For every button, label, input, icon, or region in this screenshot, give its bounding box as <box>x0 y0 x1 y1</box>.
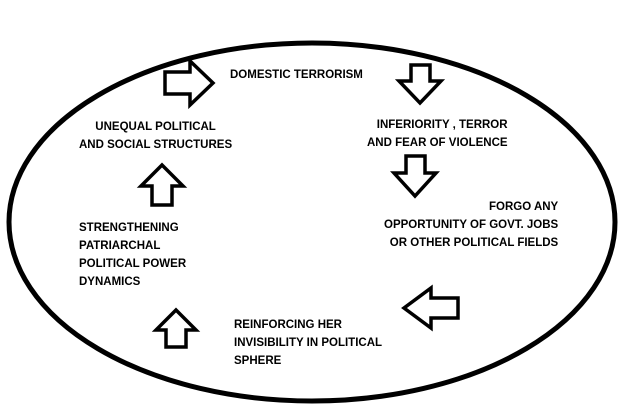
node-text-line: OPPORTUNITY OF GOVT. JOBS <box>384 219 559 231</box>
node-forgo-opportunity: FORGO ANY OPPORTUNITY OF GOVT. JOBS OR O… <box>384 198 558 252</box>
node-text-line: INFERIORITY , TERROR <box>376 119 508 131</box>
node-text-line: OR OTHER POLITICAL FIELDS <box>389 237 559 249</box>
cycle-oval <box>6 40 618 404</box>
node-domestic-terrorism: DOMESTIC TERRORISM <box>230 66 363 84</box>
node-text-line: FORGO ANY <box>489 201 559 213</box>
node-reinforcing-invisibility: REINFORCING HER INVISIBILITY IN POLITICA… <box>234 316 382 370</box>
node-text-line: INVISIBILITY IN POLITICAL <box>234 337 383 349</box>
arrow-up-to-strengthening <box>151 307 201 349</box>
node-text-line: REINFORCING HER <box>234 319 342 331</box>
arrow-down-to-forgo <box>390 154 440 199</box>
node-text-line: STRENGTHENING <box>79 222 179 234</box>
node-inferiority-terror-fear: INFERIORITY , TERROR AND FEAR OF VIOLENC… <box>367 116 508 152</box>
node-text-line: PATRIARCHAL <box>79 240 161 252</box>
node-unequal-structures: UNEQUAL POLITICAL AND SOCIAL STRUCTURES <box>79 118 232 154</box>
node-text-line: AND FEAR OF VIOLENCE <box>367 137 508 149</box>
node-text-line: UNEQUAL POLITICAL <box>95 121 216 133</box>
node-text-line: DYNAMICS <box>79 276 141 288</box>
node-strengthening-patriarchal: STRENGTHENING PATRIARCHAL POLITICAL POWE… <box>79 219 186 291</box>
node-text-line: DOMESTIC TERRORISM <box>230 69 363 81</box>
arrow-left-to-reinforcing <box>401 284 460 332</box>
arrow-up-to-unequal <box>136 162 188 207</box>
node-text-line: POLITICAL POWER <box>79 258 187 270</box>
node-text-line: AND SOCIAL STRUCTURES <box>79 139 233 151</box>
node-text-line: SPHERE <box>234 355 282 367</box>
arrow-down-to-inferiority <box>394 63 446 106</box>
arrow-right-to-domestic-terrorism <box>163 56 216 110</box>
